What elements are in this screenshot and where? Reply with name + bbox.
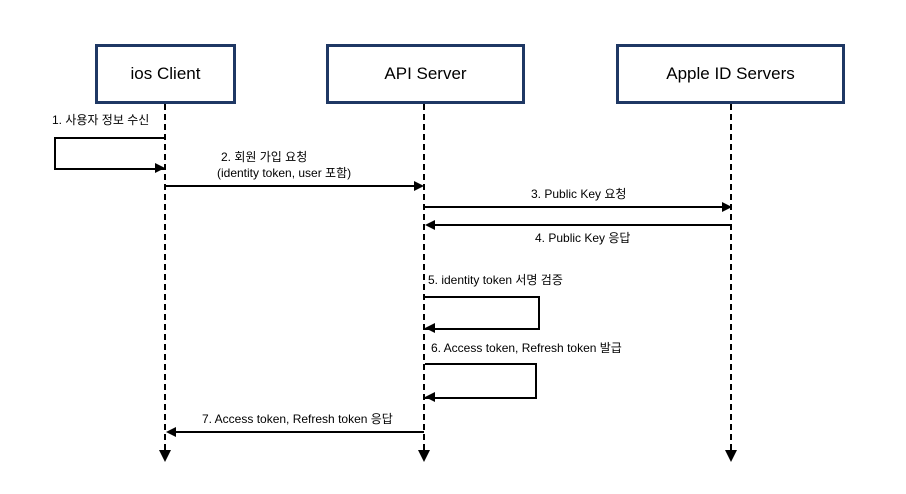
actor-box-apple-id-servers: Apple ID Servers xyxy=(616,44,845,104)
actor-box-ios-client: ios Client xyxy=(95,44,236,104)
message-2-arrowhead xyxy=(414,181,424,191)
message-1-arrowhead xyxy=(155,163,165,173)
message-4-arrowhead xyxy=(425,220,435,230)
message-7-line xyxy=(176,431,424,433)
message-2-label: 2. 회원 가입 요청 xyxy=(221,150,308,164)
actor-label-apple-id-servers: Apple ID Servers xyxy=(666,64,795,83)
lifeline-arrow-ios-client xyxy=(159,450,171,462)
message-7-arrowhead xyxy=(166,427,176,437)
lifeline-api-server xyxy=(423,104,425,450)
message-5-label: 5. identity token 서명 검증 xyxy=(428,273,563,287)
message-1-label: 1. 사용자 정보 수신 xyxy=(52,113,150,127)
message-3-line xyxy=(425,206,722,208)
message-3-arrowhead xyxy=(722,202,732,212)
message-6-label: 6. Access token, Refresh token 발급 xyxy=(431,341,622,355)
message-4-line xyxy=(435,224,732,226)
message-6-arrowhead xyxy=(425,392,435,402)
lifeline-apple-id-servers xyxy=(730,104,732,450)
lifeline-arrow-apple-id-servers xyxy=(725,450,737,462)
message-7-label: 7. Access token, Refresh token 응답 xyxy=(202,412,393,426)
actor-label-ios-client: ios Client xyxy=(130,64,201,83)
message-3-label: 3. Public Key 요청 xyxy=(531,187,627,201)
message-5-self-loop xyxy=(425,296,540,330)
message-2-sublabel: (identity token, user 포함) xyxy=(217,166,352,180)
message-1-self-loop xyxy=(54,137,165,170)
message-5-arrowhead xyxy=(425,323,435,333)
lifeline-arrow-api-server xyxy=(418,450,430,462)
message-2-line xyxy=(166,185,414,187)
actor-box-api-server: API Server xyxy=(326,44,525,104)
message-6-self-loop xyxy=(425,363,537,399)
lifeline-ios-client xyxy=(164,104,166,450)
actor-label-api-server: API Server xyxy=(384,64,467,83)
message-4-label: 4. Public Key 응답 xyxy=(535,231,631,245)
